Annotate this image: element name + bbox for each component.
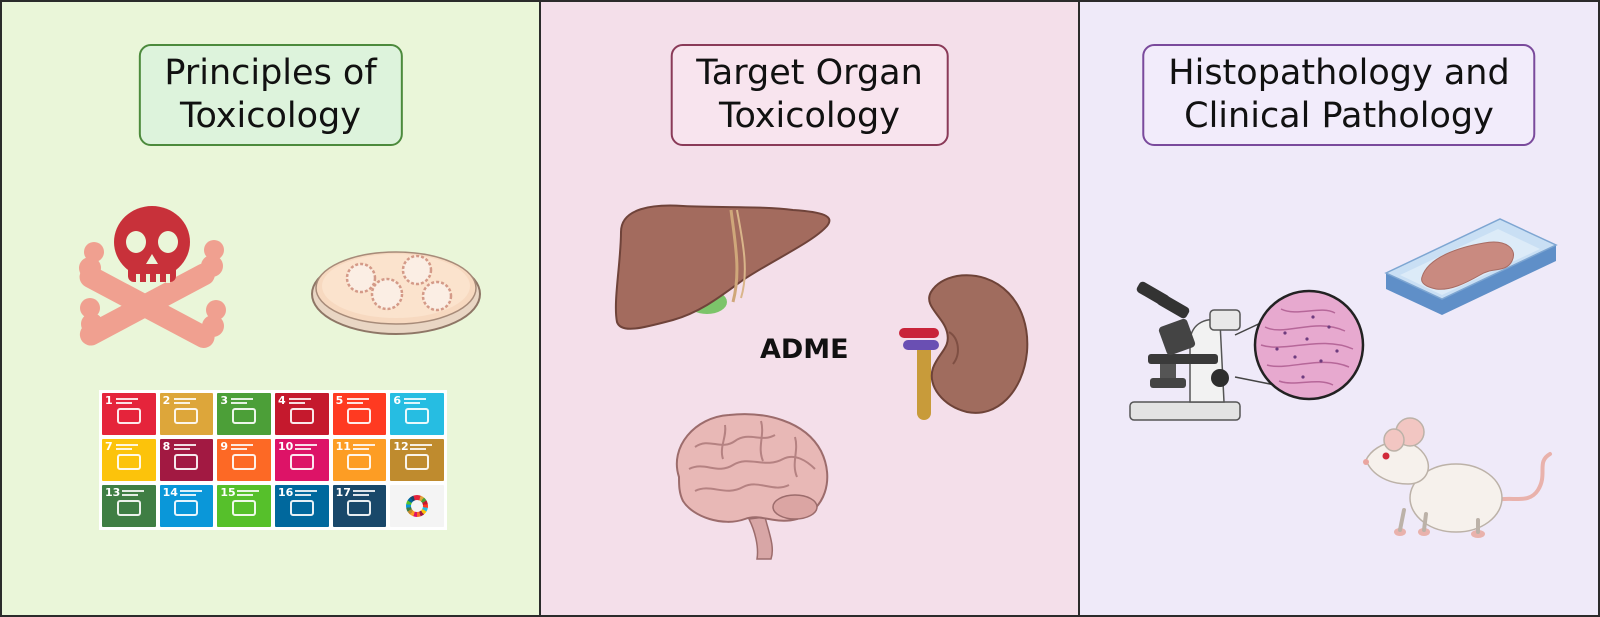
sdg-tile: 17 bbox=[332, 485, 387, 527]
sdg-tile: 8 bbox=[159, 439, 214, 481]
title-line: Toxicology bbox=[719, 96, 900, 136]
tissue-magnifier-icon bbox=[1234, 289, 1365, 401]
title-line: Histopathology and bbox=[1168, 53, 1510, 93]
panel-histopathology-clinical-pathology: Histopathology and Clinical Pathology bbox=[1080, 2, 1598, 615]
sdg-tile: 10 bbox=[275, 439, 329, 481]
sdg-tile: 9 bbox=[217, 439, 271, 481]
panel-title: Histopathology and Clinical Pathology bbox=[1142, 44, 1536, 146]
title-line: Target Organ bbox=[696, 53, 923, 93]
sdg-tile: 4 bbox=[275, 393, 329, 435]
kidney-icon bbox=[899, 274, 1029, 420]
sdg-tile: 11 bbox=[332, 439, 387, 481]
panel-title: Principles of Toxicology bbox=[138, 44, 403, 146]
microscope-icon bbox=[1129, 281, 1241, 421]
sdg-tile: 7 bbox=[102, 439, 156, 481]
sdg-logo-tile bbox=[390, 485, 444, 527]
sdg-tile: 16 bbox=[275, 485, 329, 527]
adme-label: ADME bbox=[760, 334, 849, 365]
title-line: Clinical Pathology bbox=[1184, 96, 1494, 136]
liver-icon bbox=[614, 204, 831, 330]
sdg-tile: 1 bbox=[102, 393, 156, 435]
petri-dish-icon bbox=[311, 251, 481, 335]
title-line: Principles of bbox=[164, 53, 377, 93]
glass-slide-icon bbox=[1384, 218, 1558, 315]
sdg-tile: 13 bbox=[102, 485, 156, 527]
sdg-goals-grid: 1 2 3 4 5 6 7 8 9 10 11 12 13 14 15 16 1… bbox=[99, 390, 447, 530]
sdg-tile: 12 bbox=[390, 439, 444, 481]
panel-title: Target Organ Toxicology bbox=[670, 44, 949, 146]
lab-rat-icon bbox=[1363, 417, 1552, 538]
sdg-tile: 3 bbox=[217, 393, 271, 435]
brain-icon bbox=[675, 413, 829, 560]
sdg-tile: 5 bbox=[332, 393, 387, 435]
skull-crossbones-icon bbox=[79, 206, 226, 348]
sdg-tile: 15 bbox=[217, 485, 271, 527]
panel-target-organ-toxicology: Target Organ Toxicology ADME bbox=[541, 2, 1080, 615]
panel-principles-of-toxicology: Principles of Toxicology bbox=[2, 2, 541, 615]
sdg-tile: 14 bbox=[159, 485, 214, 527]
sdg-tile: 2 bbox=[159, 393, 214, 435]
title-line: Toxicology bbox=[180, 96, 361, 136]
sdg-tile: 6 bbox=[390, 393, 444, 435]
